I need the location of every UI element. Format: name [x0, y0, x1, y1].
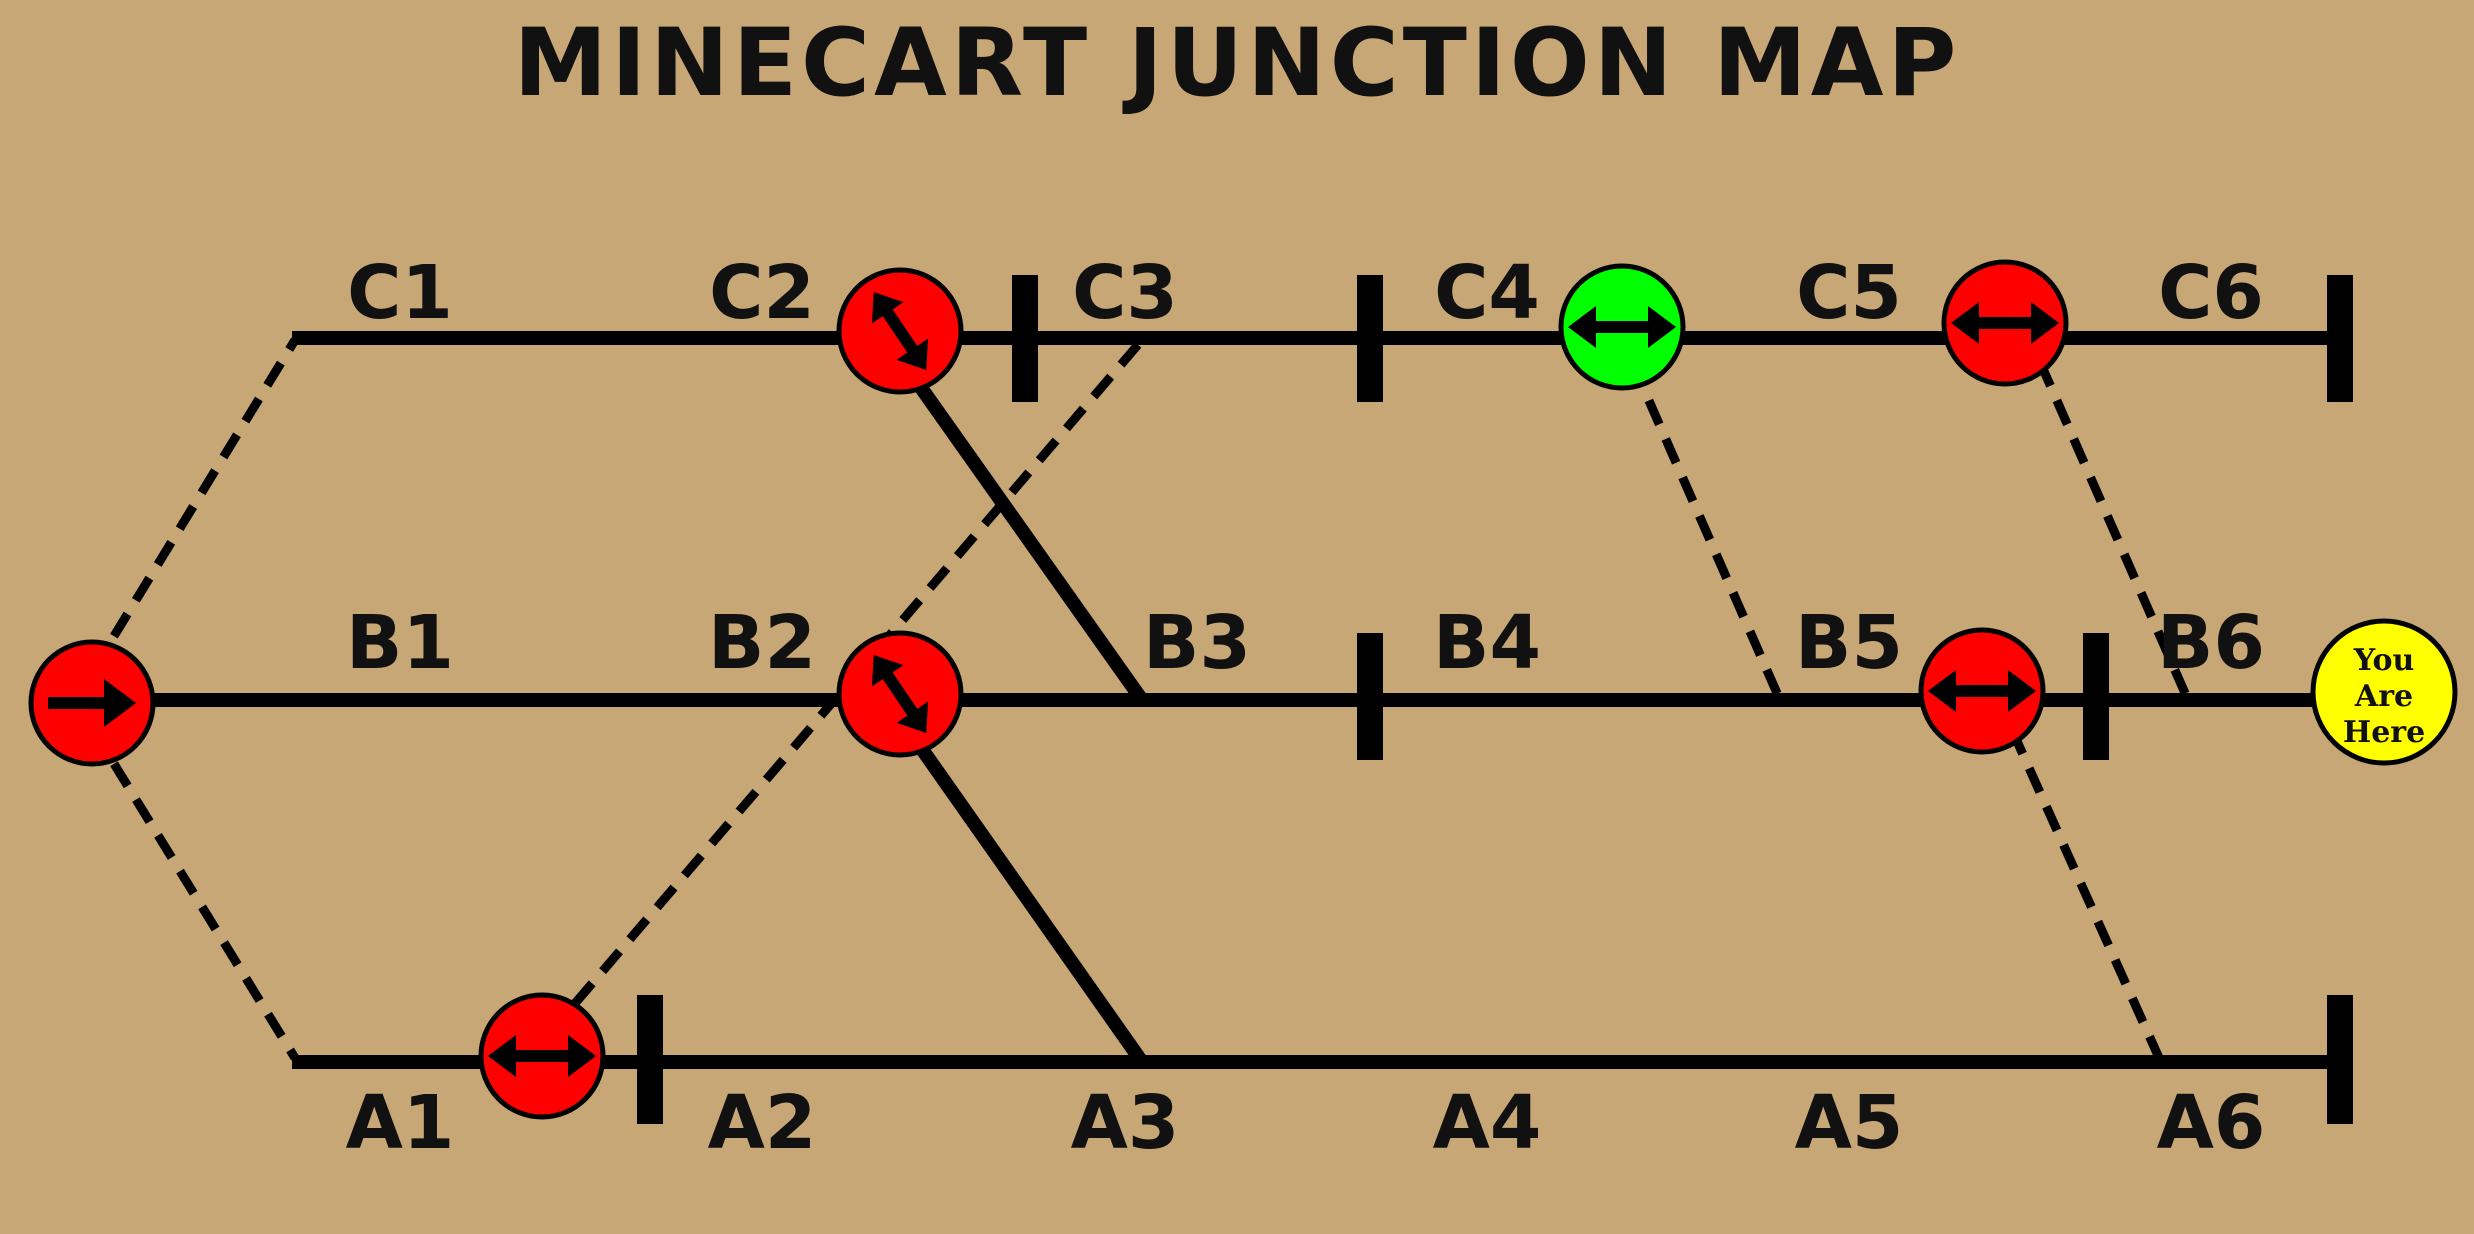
switch-c4[interactable]: [1558, 263, 1686, 391]
segment-label-a3: A3: [1071, 1080, 1180, 1166]
switch-start[interactable]: [28, 639, 156, 767]
horizontal-double-arrow-icon: [1928, 670, 2036, 712]
segment-label-c5: C5: [1796, 250, 1902, 336]
labels-row-b: B1 B2 B3 B4 B5 B6: [346, 600, 2265, 686]
labels-row-a: A1 A2 A3 A4 A5 A6: [346, 1080, 2266, 1166]
segment-label-b2: B2: [708, 600, 816, 686]
labels-row-c: C1 C2 C3 C4 C5 C6: [347, 250, 2264, 336]
segment-label-b3: B3: [1143, 600, 1251, 686]
connector-a1-to-c3: [544, 337, 1146, 1038]
switch-a1[interactable]: [478, 992, 606, 1120]
segment-label-a6: A6: [2157, 1080, 2266, 1166]
connector-b5-to-a6: [2007, 728, 2165, 1062]
segment-label-c1: C1: [347, 250, 453, 336]
you-are-here-line-2: Are: [2354, 679, 2413, 714]
switch-b5[interactable]: [1918, 627, 2046, 755]
horizontal-double-arrow-icon: [1951, 302, 2059, 344]
segment-label-b1: B1: [346, 600, 454, 686]
segment-label-b4: B4: [1433, 600, 1541, 686]
segment-label-a2: A2: [708, 1080, 817, 1166]
connector-start-to-c1: [88, 337, 299, 675]
connector-c4-to-b5: [1627, 360, 1785, 702]
segment-label-c2: C2: [709, 250, 815, 336]
you-are-here-line-1: You: [2353, 643, 2415, 678]
segment-label-c3: C3: [1072, 250, 1178, 336]
connector-c5-to-b6: [2035, 360, 2193, 702]
segment-label-a1: A1: [346, 1080, 455, 1166]
diagonal-double-arrow-icon: [871, 655, 929, 733]
page-title: MINECART JUNCTION MAP: [514, 9, 1961, 118]
horizontal-double-arrow-icon: [1568, 306, 1676, 348]
connector-start-to-a1: [88, 725, 299, 1061]
track-c2-to-b3: [899, 360, 1148, 705]
diagonal-double-arrow-icon: [871, 292, 929, 370]
you-are-here-circle: [2310, 618, 2458, 766]
segment-label-a4: A4: [1433, 1080, 1542, 1166]
track-b2-to-a3: [899, 720, 1148, 1067]
you-are-here-line-3: Here: [2343, 715, 2425, 750]
buffer-stops: [637, 275, 2353, 1124]
segment-label-c6: C6: [2158, 250, 2264, 336]
segment-label-c4: C4: [1434, 250, 1540, 336]
switch-c2[interactable]: [836, 267, 964, 395]
switch-b2[interactable]: [836, 630, 964, 758]
horizontal-double-arrow-icon: [488, 1035, 596, 1077]
arrow-right-icon: [48, 679, 136, 727]
switch-c5[interactable]: [1941, 259, 2069, 387]
segment-label-a5: A5: [1795, 1080, 1904, 1166]
segment-label-b5: B5: [1795, 600, 1903, 686]
segment-label-b6: B6: [2157, 600, 2265, 686]
you-are-here-marker: You Are Here: [2310, 618, 2458, 766]
